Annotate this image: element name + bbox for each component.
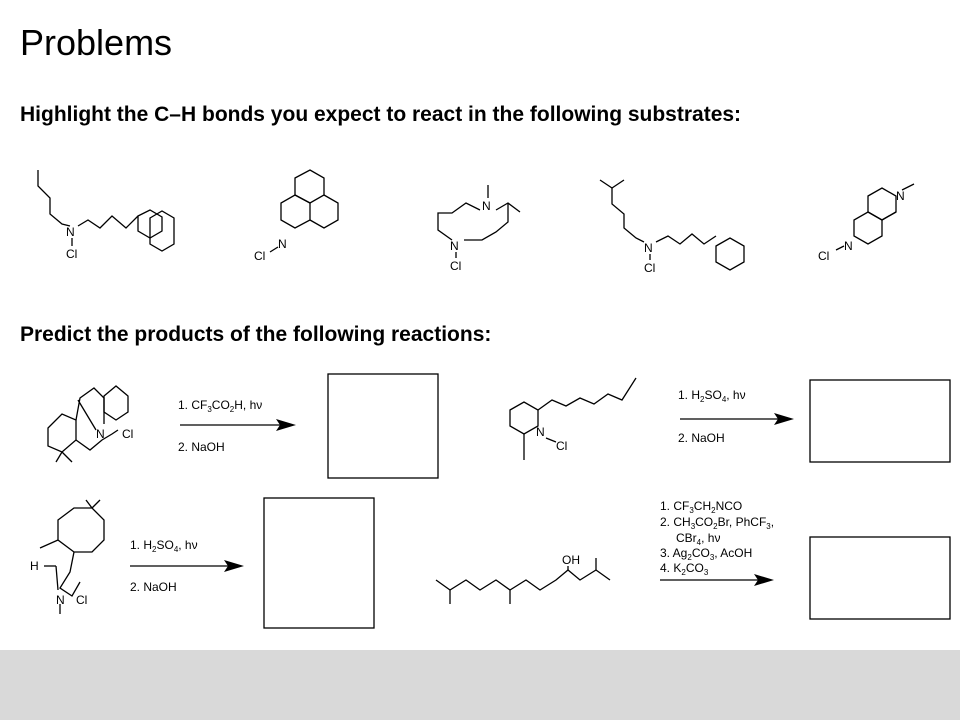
substrate-4-structure: N Cl [599, 179, 745, 275]
reaction-3-step-2: 2. NaOH [130, 580, 177, 594]
section-heading-highlight: Highlight the C–H bonds you expect to re… [20, 103, 742, 126]
reaction-3-conditions: 1. H2SO4, hν 2. NaOH [130, 538, 244, 594]
substrate-4-chlorine: Cl [644, 261, 655, 275]
substrate-5-structure: N N Cl [818, 183, 915, 263]
substrate-2-chlorine: Cl [254, 249, 265, 263]
reaction-4-substrate: OH [435, 553, 611, 604]
reaction-4-answer-box [809, 536, 951, 620]
reaction-1-conditions: 1. CF3CO2H, hν 2. NaOH [178, 398, 296, 454]
substrate-2-structure: N Cl [254, 169, 339, 263]
reaction-1-nitrogen: N [96, 427, 105, 441]
reaction-2-step-1: 1. H2SO4, hν [678, 388, 746, 404]
substrate-3-chlorine: Cl [450, 259, 461, 273]
reaction-4-step-2: 2. CH3CO2Br, PhCF3, [660, 515, 774, 531]
substrate-1-chlorine: Cl [66, 247, 77, 261]
reaction-1-step-1: 1. CF3CO2H, hν [178, 398, 262, 414]
reaction-4-hydroxyl: OH [562, 553, 580, 567]
reaction-1-substrate: N Cl [47, 385, 133, 463]
substrate-5-chlorine: Cl [818, 249, 829, 263]
reaction-2-answer-box [809, 379, 951, 463]
reaction-4-arrow [754, 574, 774, 586]
reaction-1-chlorine: Cl [122, 427, 133, 441]
reaction-2-substrate: N Cl [509, 377, 637, 460]
reaction-2-chlorine: Cl [556, 439, 567, 453]
reaction-2-step-2: 2. NaOH [678, 431, 725, 445]
reaction-4-step-4: 4. K2CO3 [660, 561, 709, 577]
substrate-3-nitrogen-1: N [482, 199, 491, 213]
reaction-3-substrate: H N Cl [30, 499, 105, 614]
reaction-3-answer-box [263, 497, 375, 629]
reaction-3-nitrogen: N [56, 593, 65, 607]
reaction-4-step-1: 1. CF3CH2NCO [660, 499, 742, 515]
substrate-1-nitrogen: N [66, 225, 75, 239]
substrate-3-structure: N N Cl [437, 185, 521, 273]
reaction-4-conditions: 1. CF3CH2NCO 2. CH3CO2Br, PhCF3, CBr4, h… [660, 499, 774, 586]
substrate-3-nitrogen-2: N [450, 239, 459, 253]
reaction-2-nitrogen: N [536, 425, 545, 439]
substrate-5-nitrogen-2: N [844, 239, 853, 253]
reaction-3-step-1: 1. H2SO4, hν [130, 538, 198, 554]
reaction-3-hydrogen: H [30, 559, 39, 573]
reaction-2-conditions: 1. H2SO4, hν 2. NaOH [678, 388, 794, 445]
reaction-4-step-2b: CBr4, hν [676, 531, 720, 547]
chemistry-drawings: N Cl N Cl N N Cl N Cl N N [30, 169, 951, 629]
slide-title: Problems [20, 22, 173, 63]
reaction-4-step-3: 3. Ag2CO3, AcOH [660, 546, 752, 562]
substrate-1-structure: N Cl [37, 170, 175, 261]
reaction-3-chlorine: Cl [76, 593, 87, 607]
reaction-1-arrow [276, 419, 296, 431]
reaction-1-step-2: 2. NaOH [178, 440, 225, 454]
slide-footer-bar [0, 650, 960, 720]
reaction-3-arrow [224, 560, 244, 572]
reaction-2-arrow [774, 413, 794, 425]
substrate-2-nitrogen: N [278, 237, 287, 251]
reaction-1-answer-box [327, 373, 439, 479]
substrate-4-nitrogen: N [644, 241, 653, 255]
substrate-5-nitrogen-1: N [896, 189, 905, 203]
section-heading-predict: Predict the products of the following re… [20, 323, 492, 346]
